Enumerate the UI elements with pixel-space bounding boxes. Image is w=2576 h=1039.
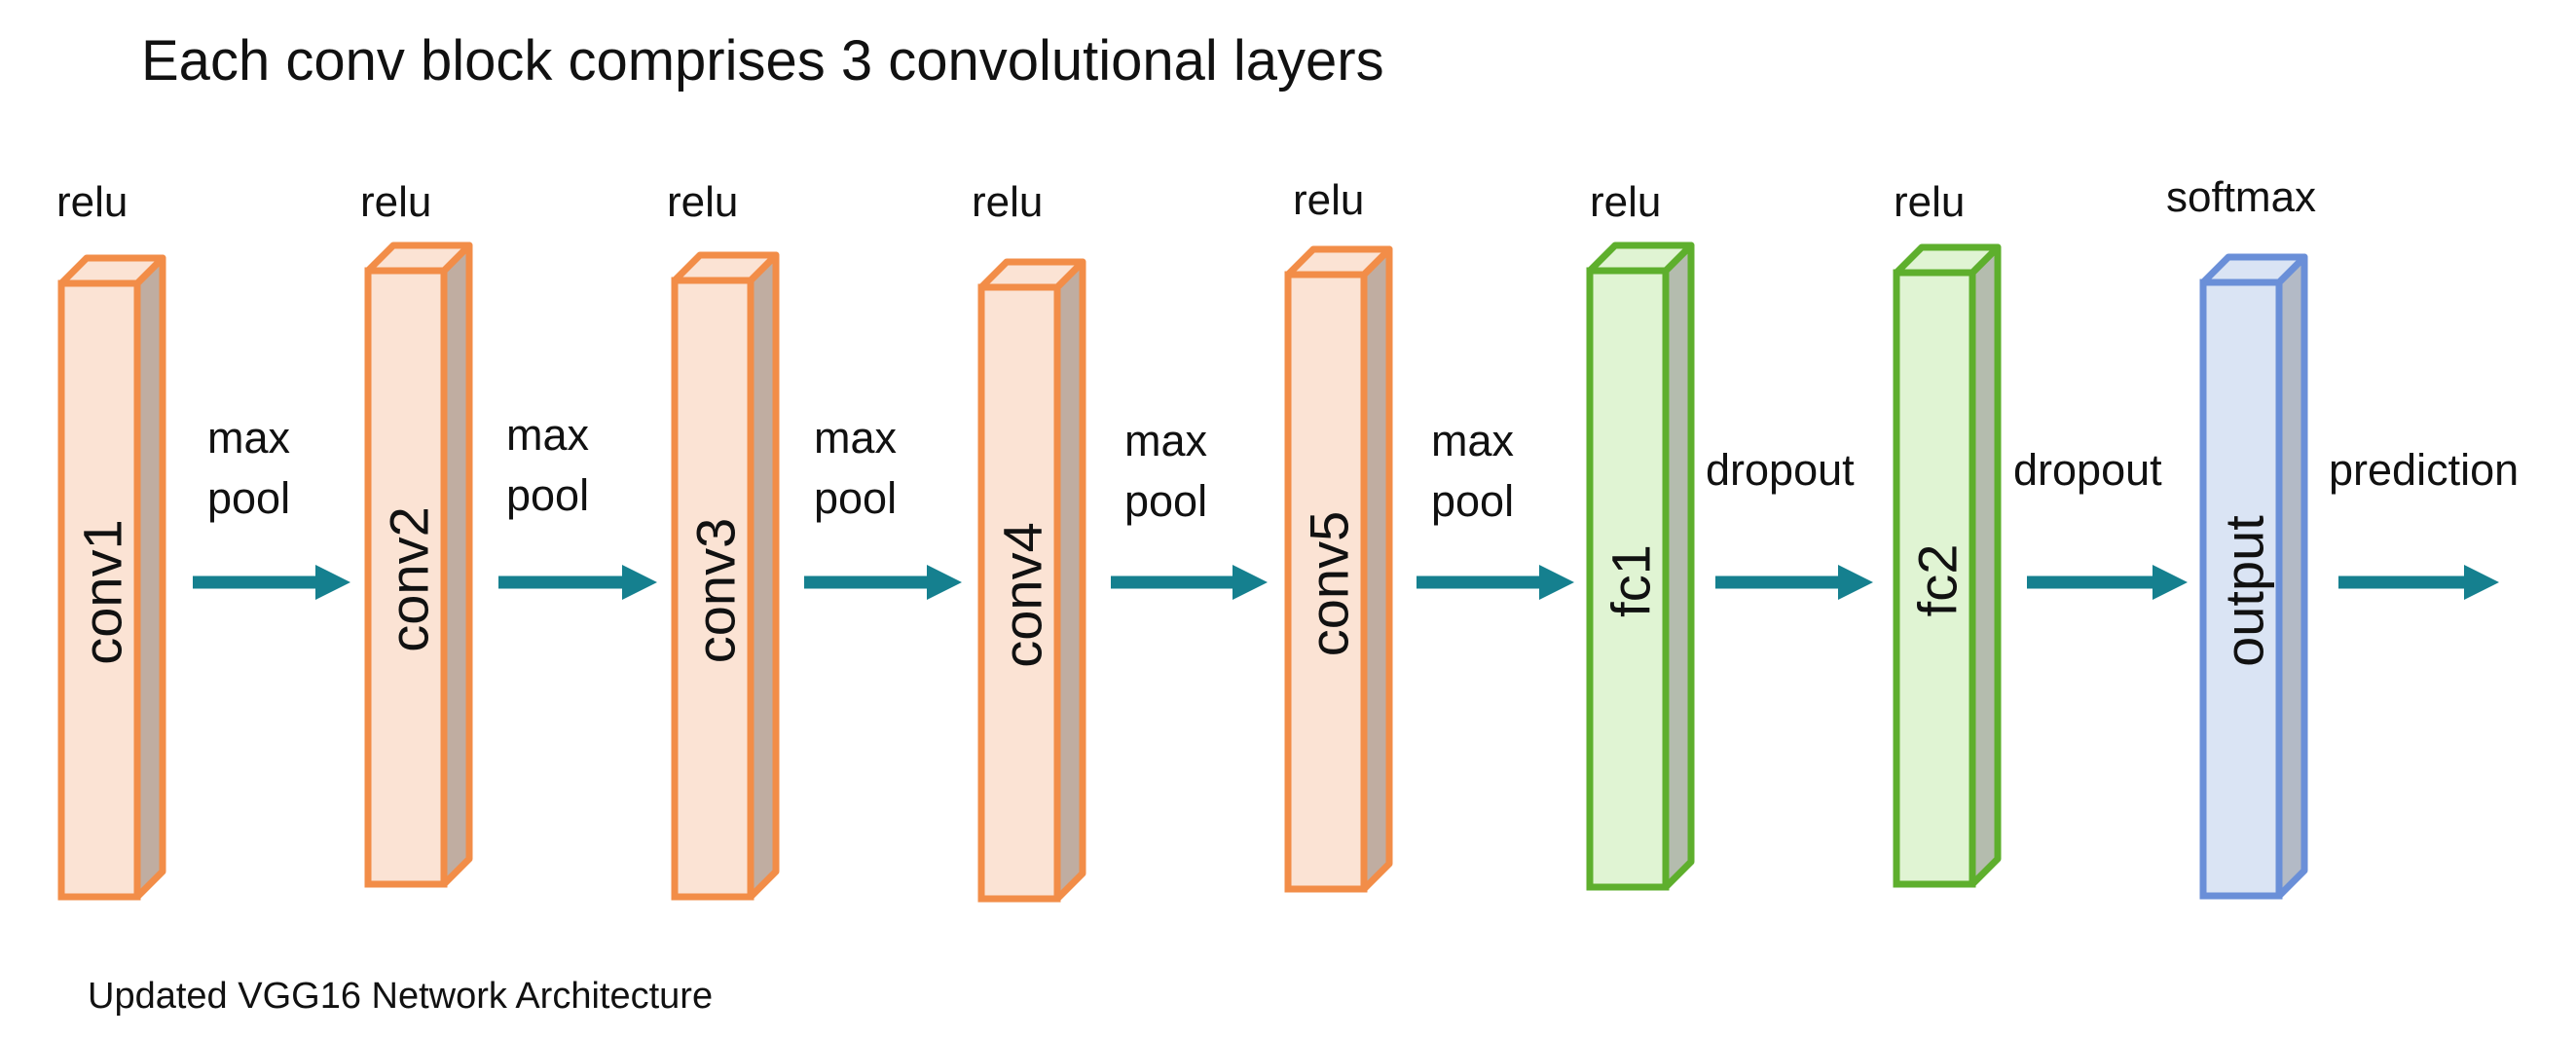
arrow-head-icon [2153, 565, 2188, 600]
connection-label: pool [1431, 476, 1514, 526]
layer-block-conv2: conv2 relu [360, 178, 473, 888]
activation-label-conv1: relu [56, 178, 128, 226]
connection-label: dropout [1706, 445, 1855, 495]
activation-label-fc2: relu [1894, 178, 1965, 226]
layer-block-fc1: fc1 relu [1586, 178, 1695, 891]
block-side-face [440, 241, 473, 888]
connection-2: max pool [498, 410, 657, 600]
arrow-head-icon [622, 565, 657, 600]
connection-1: max pool [193, 413, 350, 600]
connection-label: dropout [2013, 445, 2162, 495]
block-side-face [1662, 241, 1695, 891]
layer-label-fc1: fc1 [1601, 544, 1662, 617]
layer-label-fc2: fc2 [1907, 544, 1969, 617]
activation-label-fc1: relu [1590, 178, 1661, 226]
arrow-head-icon [1539, 565, 1574, 600]
block-front-face [977, 283, 1061, 903]
layer-label-output: output [2214, 515, 2275, 667]
block-front-face [1586, 267, 1670, 891]
layer-label-conv1: conv1 [72, 519, 133, 664]
layer-label-conv4: conv4 [992, 522, 1053, 667]
layer-block-conv3: conv3 relu [667, 178, 780, 901]
arrow-head-icon [315, 565, 350, 600]
connection-label: pool [207, 473, 290, 523]
connection-label: max [1124, 416, 1208, 465]
arrow-head-icon [1233, 565, 1268, 600]
block-side-face [1969, 243, 2002, 888]
layer-label-conv5: conv5 [1299, 511, 1360, 656]
layer-connections: max pool max pool max pool max pool max pool dropo… [193, 410, 2519, 600]
block-front-face [1893, 269, 1976, 888]
arrow-head-icon [927, 565, 962, 600]
connection-label: prediction [2329, 445, 2519, 495]
block-side-face [1360, 245, 1393, 893]
block-front-face [364, 267, 448, 888]
connection-3: max pool [804, 413, 962, 600]
diagram-caption: Updated VGG16 Network Architecture [88, 976, 713, 1017]
connection-7: dropout [2013, 445, 2188, 600]
diagram-title: Each conv block comprises 3 convolutiona… [141, 29, 1384, 93]
layer-block-conv1: conv1 relu [56, 178, 166, 901]
layer-label-conv2: conv2 [379, 506, 440, 651]
layer-block-conv5: conv5 relu [1284, 176, 1393, 893]
layer-blocks: conv1reluconv2reluconv3reluconv4reluconv… [56, 173, 2316, 903]
connection-label: max [1431, 416, 1515, 465]
connection-5: max pool [1417, 416, 1574, 600]
connection-label: pool [1124, 476, 1207, 526]
arrow-head-icon [1838, 565, 1873, 600]
block-side-face [1053, 258, 1086, 903]
activation-label-output: softmax [2166, 173, 2316, 221]
block-side-face [2275, 253, 2308, 900]
activation-label-conv5: relu [1293, 176, 1364, 224]
activation-label-conv4: relu [972, 178, 1043, 226]
arrow-head-icon [2464, 565, 2499, 600]
connection-label: max [814, 413, 898, 463]
activation-label-conv3: relu [667, 178, 738, 226]
connection-4: max pool [1111, 416, 1268, 600]
connection-label: pool [506, 470, 589, 520]
connection-8: prediction [2329, 445, 2519, 600]
layer-label-conv3: conv3 [685, 518, 747, 663]
block-front-face [671, 277, 754, 901]
layer-block-output: output softmax [2166, 173, 2316, 900]
block-side-face [133, 254, 166, 901]
block-front-face [57, 279, 141, 901]
layer-block-fc2: fc2 relu [1893, 178, 2002, 888]
block-side-face [747, 251, 780, 901]
block-front-face [1284, 271, 1368, 893]
activation-label-conv2: relu [360, 178, 431, 226]
connection-label: max [506, 410, 590, 460]
connection-label: pool [814, 473, 897, 523]
layer-block-conv4: conv4 relu [972, 178, 1086, 903]
connection-label: max [207, 413, 291, 463]
block-front-face [2199, 278, 2283, 900]
connection-6: dropout [1706, 445, 1873, 600]
